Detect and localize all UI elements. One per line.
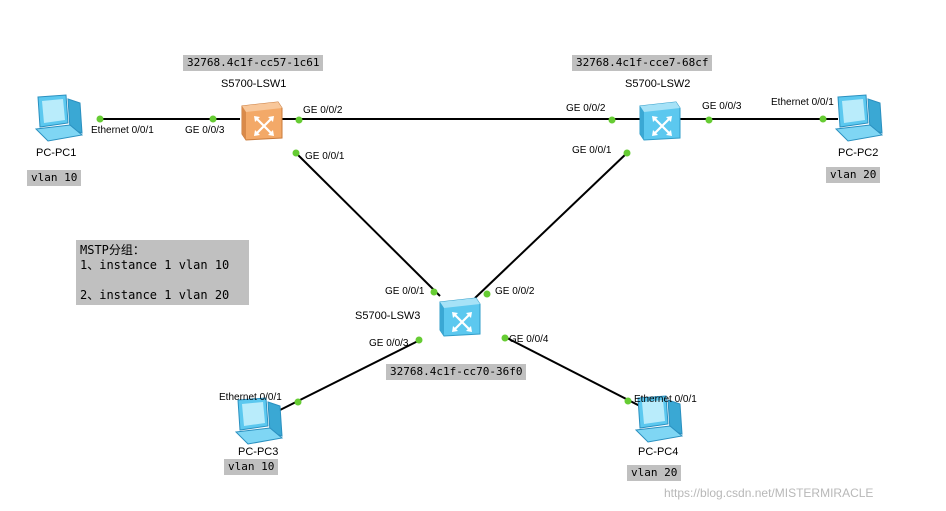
port-label-lsw2-ge3: GE 0/0/3: [702, 101, 742, 112]
port-label-lsw3-ge1: GE 0/0/1: [385, 286, 425, 297]
mstp-note-line1: 1、instance 1 vlan 10: [80, 258, 230, 272]
link-lsw2-lsw3: [474, 151, 629, 299]
watermark: https://blog.csdn.net/MISTERMIRACLE: [664, 486, 874, 500]
port-label-lsw2-ge2: GE 0/0/2: [566, 103, 606, 114]
port-dot: [501, 334, 509, 342]
lsw3-name: S5700-LSW3: [355, 310, 421, 322]
port-dot: [623, 149, 631, 157]
pc1-vlan-tag: vlan 10: [27, 170, 82, 186]
port-dot: [415, 336, 423, 344]
port-label-lsw2-ge1: GE 0/0/1: [572, 145, 612, 156]
switch-icon[interactable]: [636, 100, 682, 142]
port-label-pc2-eth: Ethernet 0/0/1: [771, 97, 834, 108]
link-lsw1-lsw3: [294, 151, 441, 297]
port-label-lsw1-ge3: GE 0/0/3: [185, 125, 225, 136]
pc-icon[interactable]: [632, 394, 686, 444]
port-label-lsw1-ge1: GE 0/0/1: [305, 151, 345, 162]
port-dot: [608, 116, 616, 124]
lsw3-bridge-id: 32768.4c1f-cc70-36f0: [386, 364, 527, 380]
port-dot: [483, 290, 491, 298]
switch-icon[interactable]: [436, 296, 482, 338]
pc4-vlan-tag: vlan 20: [627, 465, 682, 481]
switch-icon[interactable]: [238, 100, 284, 142]
pc3-vlan-tag: vlan 10: [224, 459, 279, 475]
lsw1-name: S5700-LSW1: [221, 78, 287, 90]
port-dot: [96, 115, 104, 123]
port-dot: [430, 288, 438, 296]
link-lsw3-pc4: [506, 337, 641, 407]
pc1-name: PC-PC1: [36, 147, 77, 159]
mstp-note-line2: 2、instance 1 vlan 20: [80, 288, 230, 302]
port-dot: [819, 115, 827, 123]
pc-icon[interactable]: [32, 93, 86, 143]
lsw1-bridge-id: 32768.4c1f-cc57-1c61: [183, 55, 324, 71]
pc-icon[interactable]: [832, 93, 886, 143]
mstp-note-title: MSTP分组：: [80, 243, 145, 257]
pc3-name: PC-PC3: [238, 446, 279, 458]
pc-icon[interactable]: [232, 396, 286, 446]
pc4-name: PC-PC4: [638, 446, 679, 458]
port-label-lsw3-ge3: GE 0/0/3: [369, 338, 409, 349]
port-dot: [295, 116, 303, 124]
lsw2-name: S5700-LSW2: [625, 78, 691, 90]
port-label-pc4-eth: Ethernet 0/0/1: [634, 394, 697, 405]
port-label-lsw1-ge2: GE 0/0/2: [303, 105, 343, 116]
port-label-pc1-eth: Ethernet 0/0/1: [91, 125, 154, 136]
port-dots: [96, 115, 827, 406]
pc2-name: PC-PC2: [838, 147, 879, 159]
port-label-pc3-eth: Ethernet 0/0/1: [219, 392, 282, 403]
lsw2-bridge-id: 32768.4c1f-cce7-68cf: [572, 55, 713, 71]
port-dot: [624, 397, 632, 405]
mstp-note: MSTP分组： 1、instance 1 vlan 10 2、instance …: [76, 240, 249, 305]
port-dot: [294, 398, 302, 406]
port-label-lsw3-ge2: GE 0/0/2: [495, 286, 535, 297]
port-label-lsw3-ge4: GE 0/0/4: [509, 334, 549, 345]
port-dot: [705, 116, 713, 124]
pc2-vlan-tag: vlan 20: [826, 167, 881, 183]
port-dot: [292, 149, 300, 157]
link-lsw3-pc3: [279, 339, 421, 411]
port-dot: [209, 115, 217, 123]
